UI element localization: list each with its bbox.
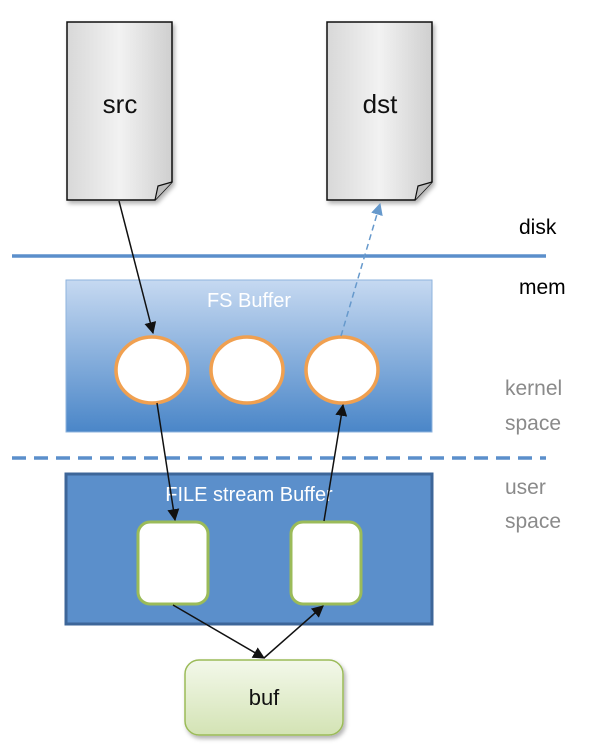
arrow-src-to-fs-buffer (118, 200, 157, 335)
dst-label: dst (363, 89, 398, 119)
user-space-label-line2: space (505, 510, 561, 533)
fs-buffer-slot-1 (114, 335, 190, 405)
arrow-fs-buffer-to-dst (340, 202, 383, 337)
stream-buffer-slot-2 (289, 520, 363, 606)
arrow-buf-to-stream (263, 605, 324, 659)
dst-document (326, 21, 433, 201)
user-buffer-label: buf (249, 685, 280, 710)
arrow-stream-to-buf (172, 604, 266, 659)
mem-label: mem (519, 276, 566, 299)
kernel-space-label-line1: kernel (505, 377, 562, 400)
arrow-fs-buffer-to-stream (156, 402, 180, 522)
kernel-space-label-line2: space (505, 412, 561, 435)
fs-buffer-slot-3 (304, 335, 380, 405)
fs-buffer-slot-2 (209, 335, 285, 405)
stream-buffer-slot-1 (136, 520, 210, 606)
fs-buffer-title: FS Buffer (207, 290, 291, 312)
arrow-stream-to-fs-buffer (323, 403, 348, 522)
src-document (66, 21, 173, 201)
user-buffer-box (184, 659, 344, 736)
disk-label: disk (519, 216, 557, 239)
file-stream-buffer-title: FILE stream Buffer (165, 484, 333, 506)
user-space-label-line1: user (505, 476, 546, 499)
src-label: src (103, 89, 138, 119)
file-stream-buffer-box (64, 472, 434, 626)
